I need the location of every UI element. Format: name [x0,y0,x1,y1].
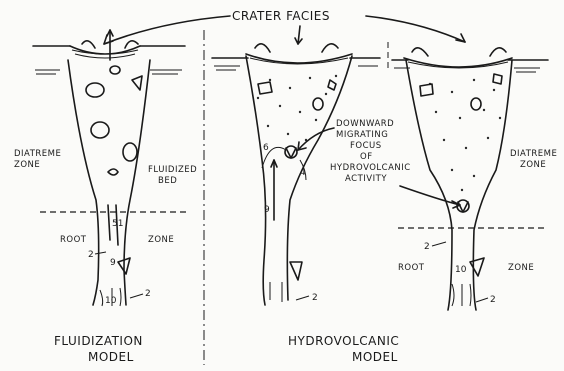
fluidization-model: DIATREME ZONE FLUIDIZED BED ROOT ZONE 51… [14,30,197,364]
arrow-2c [296,296,309,300]
number-2c: 2 [312,293,318,303]
clast-l3 [123,143,137,161]
downward-line1: DOWNWARD [336,119,394,129]
clast-l2 [91,122,109,138]
number-2a: 2 [88,250,94,260]
focus-circle-mid [285,146,297,158]
crater-arrow-right [366,16,465,42]
downward-line5: HYDROVOLCANIC [330,163,411,173]
eruption-arrows-mid [255,44,338,52]
zone-right-label: ZONE [508,263,534,273]
strata-mid [214,66,378,70]
diatreme-zone-right-line2: ZONE [520,160,546,170]
fluidization-title-line2: MODEL [88,350,134,364]
diatreme-zone-right-line1: DIATREME [510,149,557,159]
roots-mid [270,282,282,302]
roots-right [452,284,471,306]
clast-r3 [493,74,502,84]
root-block-right [470,258,484,276]
diatreme-zone-left-line1: DIATREME [14,149,61,159]
number-2d: 2 [424,242,430,252]
root-right-label: ROOT [398,263,425,273]
strata-left [35,70,182,74]
arrow-2d [432,242,446,246]
crater-facies-label: CRATER FACIES [232,9,330,23]
number-9b: 9 [264,205,270,215]
strata-right [394,68,540,72]
number-10a: 10 [105,296,117,306]
number-51: 51 [112,219,123,229]
hydrovolcanic-title-line2: MODEL [352,350,398,364]
arrow-2e [476,298,488,302]
root-left-label: ROOT [60,235,87,245]
number-9a: 9 [110,258,116,268]
downward-line4: OF [360,152,373,162]
crater-arrow-left [104,16,230,44]
downward-line2: MIGRATING [336,130,388,140]
hydrovolcanic-title-line1: HYDROVOLCANIC [288,334,399,348]
fluidization-title-line1: FLUIDIZATION [54,334,143,348]
diatreme-zone-left-line2: ZONE [14,160,40,170]
clast-l5 [132,76,142,90]
fluidized-bed-line2: BED [158,176,177,186]
clast-l6 [108,169,118,175]
number-6: 6 [263,143,269,153]
number-4: 4 [300,168,306,178]
clast-m3 [328,80,336,90]
number-2e: 2 [490,295,496,305]
arrow-2b [130,294,143,298]
clast-r2 [471,98,481,110]
hydrovolcanic-stage-2: DIATREME ZONE ROOT ZONE 2 10 2 [392,48,557,310]
crater-mid [246,54,352,63]
number-10b: 10 [455,265,467,275]
fluidized-bed-line1: FLUIDIZED [148,165,197,175]
crater-right [404,58,512,67]
focus-arrow-right [400,186,460,205]
clast-r1 [420,84,433,96]
zone-left-label: ZONE [148,235,174,245]
eruption-arrows-right [412,48,506,56]
downward-line6: ACTIVITY [345,174,387,184]
eruption-arrow-left-a [82,41,95,48]
downward-line3: FOCUS [350,141,382,151]
root-block-mid [290,262,302,280]
crater-left [70,46,140,54]
clast-m1 [258,82,272,94]
clast-l1 [86,83,104,97]
focus-arrow-mid [298,128,334,150]
diatreme-mid-right [287,56,352,300]
clast-m2 [313,98,323,110]
clast-l4 [110,66,120,74]
number-2b: 2 [145,289,151,299]
arrow-2a [95,252,106,254]
